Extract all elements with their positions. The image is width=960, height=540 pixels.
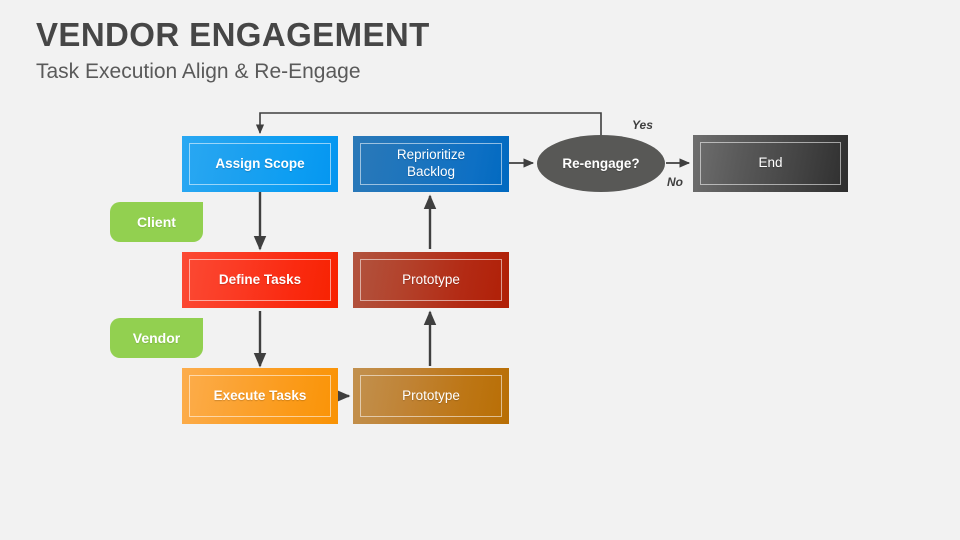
node-prototype-red[interactable]: Prototype: [353, 252, 509, 308]
edge-reengage-to-assign-scope: [255, 112, 602, 136]
node-assign-scope[interactable]: Assign Scope: [182, 136, 338, 192]
node-reprioritize-backlog[interactable]: Reprioritize Backlog: [353, 136, 509, 192]
swimlane-chip-client[interactable]: Client: [110, 202, 203, 242]
edge-label-yes: Yes: [632, 118, 653, 132]
swimlane-chip-vendor[interactable]: Vendor: [110, 318, 203, 358]
node-label-line-2: Backlog: [406, 164, 456, 179]
node-end[interactable]: End: [693, 135, 848, 192]
node-label-define-tasks: Define Tasks: [218, 271, 302, 287]
swimlane-label-vendor: Vendor: [132, 330, 181, 346]
node-label-prototype-orange: Prototype: [402, 387, 460, 403]
node-execute-tasks[interactable]: Execute Tasks: [182, 368, 338, 424]
node-label-execute-tasks: Execute Tasks: [213, 387, 307, 403]
node-label-assign-scope: Assign Scope: [215, 155, 305, 171]
node-label-end: End: [758, 155, 783, 171]
page-subtitle: Task Execution Align & Re-Engage: [36, 60, 361, 83]
node-label-reprioritize-backlog: Reprioritize Backlog: [397, 147, 465, 181]
node-label-prototype-red: Prototype: [402, 271, 460, 287]
node-reengage-decision[interactable]: Re-engage?: [537, 135, 665, 192]
swimlane-label-client: Client: [137, 214, 176, 230]
edge-label-no: No: [667, 175, 683, 189]
node-label-line-1: Reprioritize: [396, 147, 466, 163]
page-title: VENDOR ENGAGEMENT: [36, 16, 430, 53]
node-label-reengage-decision: Re-engage?: [562, 156, 640, 171]
node-define-tasks[interactable]: Define Tasks: [182, 252, 338, 308]
node-prototype-orange[interactable]: Prototype: [353, 368, 509, 424]
